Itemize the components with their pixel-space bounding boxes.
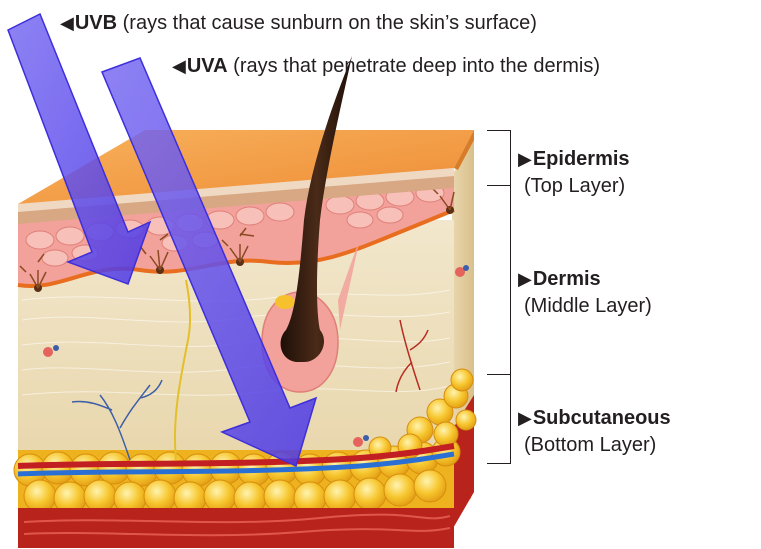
uva-callout: ◀UVA (rays that penetrate deep into the … bbox=[172, 54, 600, 78]
block-side-face bbox=[452, 130, 474, 530]
layer-subtitle: (Bottom Layer) bbox=[518, 431, 671, 459]
uvb-name: UVB bbox=[75, 12, 117, 34]
layer-label-subcutaneous: ▶Subcutaneous (Bottom Layer) bbox=[518, 405, 671, 459]
pointer-left-icon: ◀ bbox=[172, 54, 186, 78]
uvb-description: (rays that cause sunburn on the skin’s s… bbox=[123, 12, 537, 34]
uvb-callout: ◀UVB (rays that cause sunburn on the ski… bbox=[60, 11, 537, 35]
layer-bracket bbox=[487, 130, 511, 464]
pointer-left-icon: ◀ bbox=[60, 11, 74, 35]
pointer-right-icon: ▶ bbox=[518, 266, 532, 292]
pointer-right-icon: ▶ bbox=[518, 405, 532, 431]
bracket-divider bbox=[487, 185, 511, 186]
pointer-right-icon: ▶ bbox=[518, 146, 532, 172]
uva-name: UVA bbox=[187, 55, 228, 77]
layer-name: Epidermis bbox=[533, 148, 630, 170]
layer-subtitle: (Top Layer) bbox=[518, 172, 630, 200]
layer-subtitle: (Middle Layer) bbox=[518, 292, 652, 320]
layer-name: Subcutaneous bbox=[533, 407, 671, 429]
bracket-divider bbox=[487, 374, 511, 375]
layer-name: Dermis bbox=[533, 268, 601, 290]
layer-label-dermis: ▶Dermis (Middle Layer) bbox=[518, 266, 652, 320]
layer-label-epidermis: ▶Epidermis (Top Layer) bbox=[518, 146, 630, 200]
uva-description: (rays that penetrate deep into the dermi… bbox=[233, 55, 600, 77]
muscle-layer bbox=[18, 508, 454, 548]
